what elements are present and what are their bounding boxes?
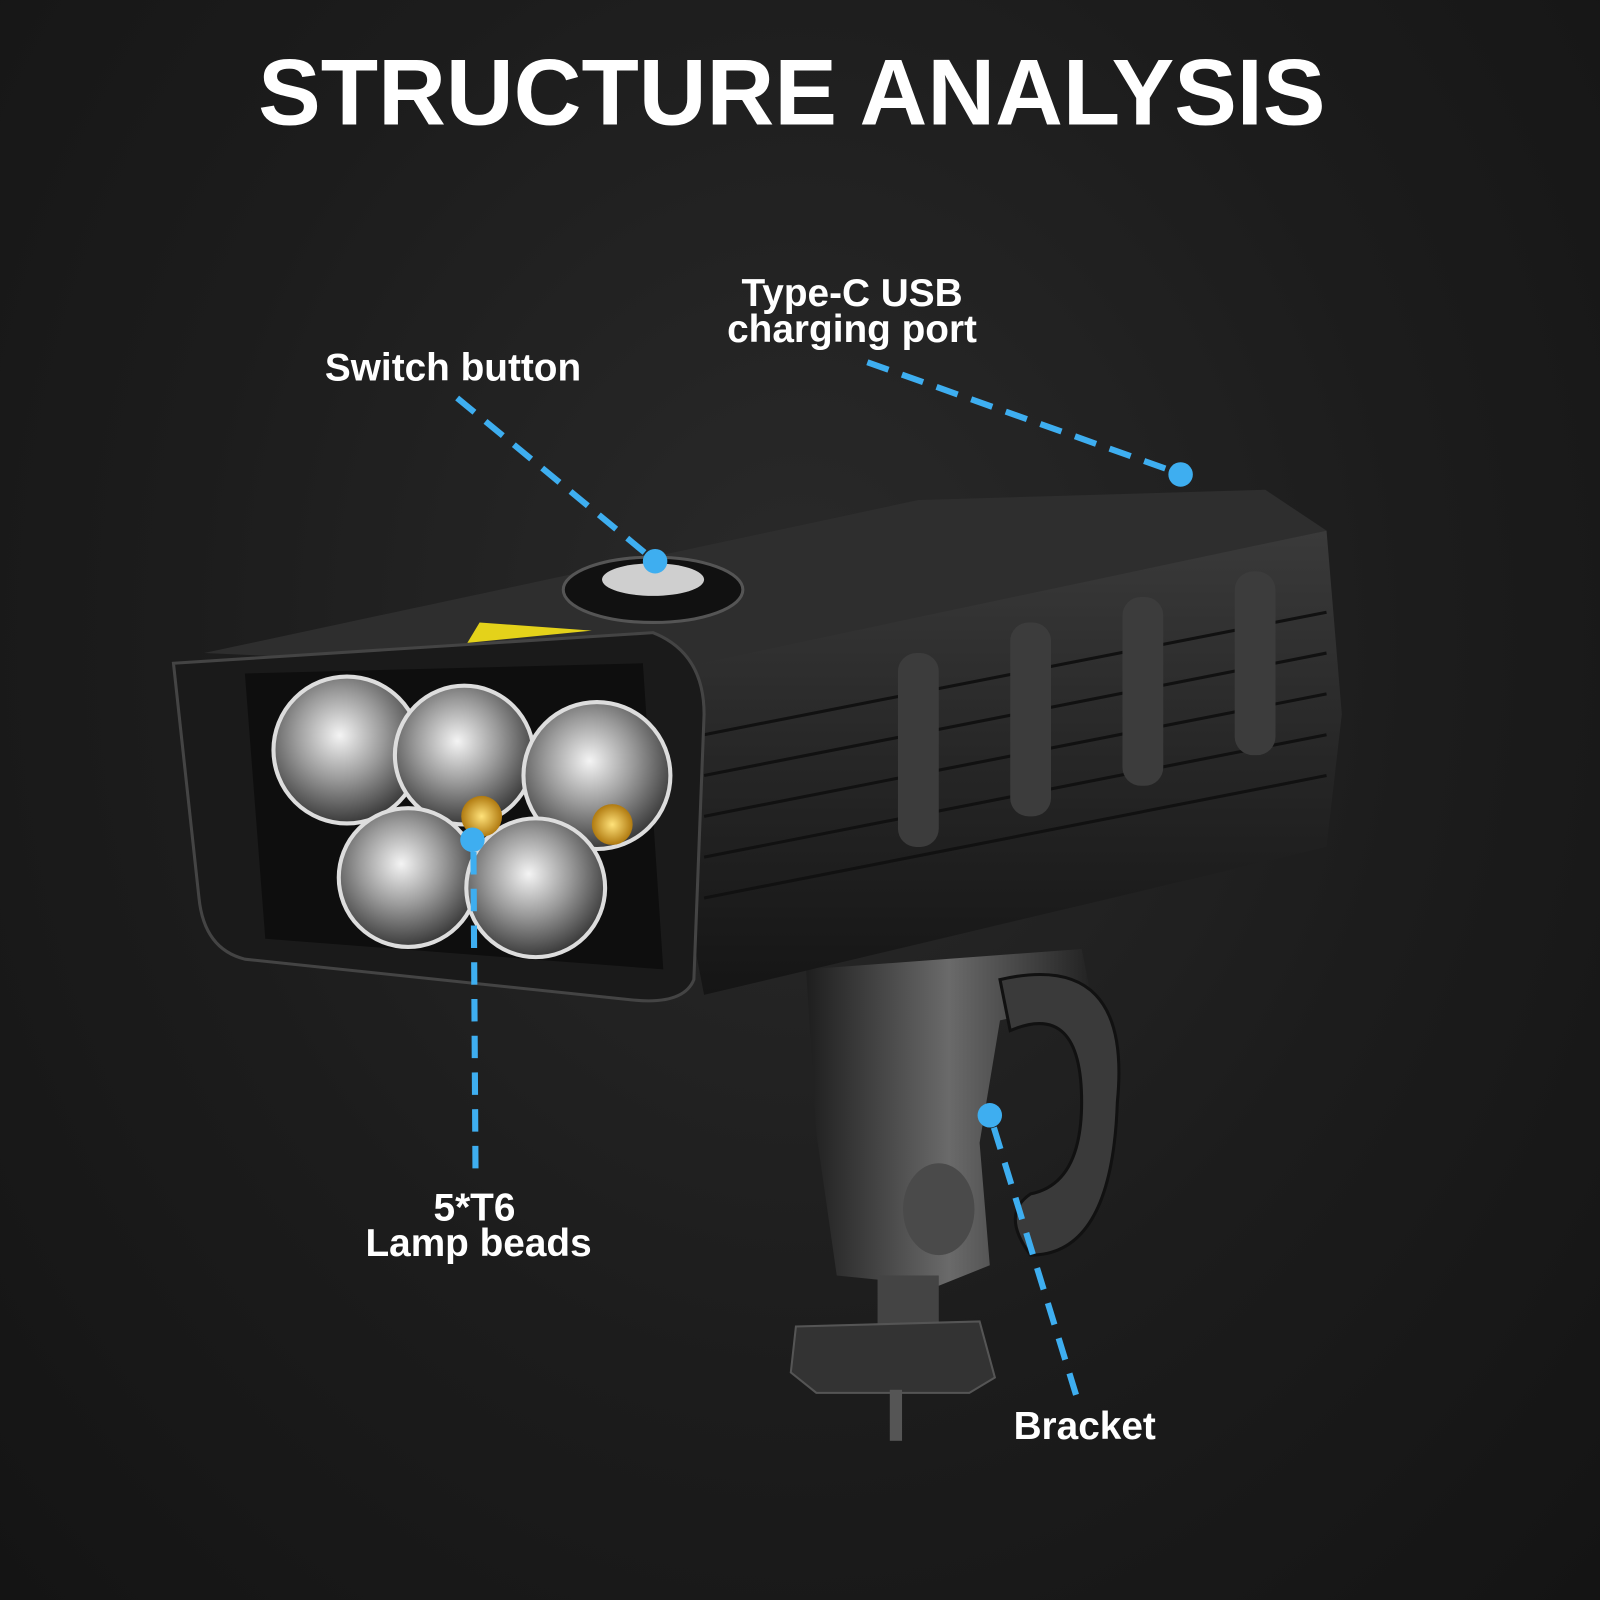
lamp-label-line2: Lamp beads — [365, 1222, 591, 1265]
lamp-label-line1: 5*T6 — [434, 1186, 516, 1229]
callout-switch-button: Switch button — [325, 347, 668, 574]
callout-lamp-beads: 5*T6 Lamp beads — [365, 827, 592, 1265]
usb-label-line2: charging port — [727, 308, 977, 351]
bracket-illustration — [789, 948, 1121, 1441]
indicator-triangle-icon — [467, 622, 592, 643]
page-title: STRUCTURE ANALYSIS — [258, 39, 1325, 144]
bracket-label: Bracket — [1014, 1405, 1156, 1448]
callout-bracket: Bracket — [977, 1103, 1156, 1448]
switch-button-label: Switch button — [325, 347, 581, 390]
callout-usb-port: Type-C USB charging port — [727, 272, 1193, 487]
lamp-beads-illustration — [271, 674, 673, 960]
usb-label-line1: Type-C USB — [741, 272, 962, 315]
bike-light-illustration — [171, 489, 1342, 1441]
